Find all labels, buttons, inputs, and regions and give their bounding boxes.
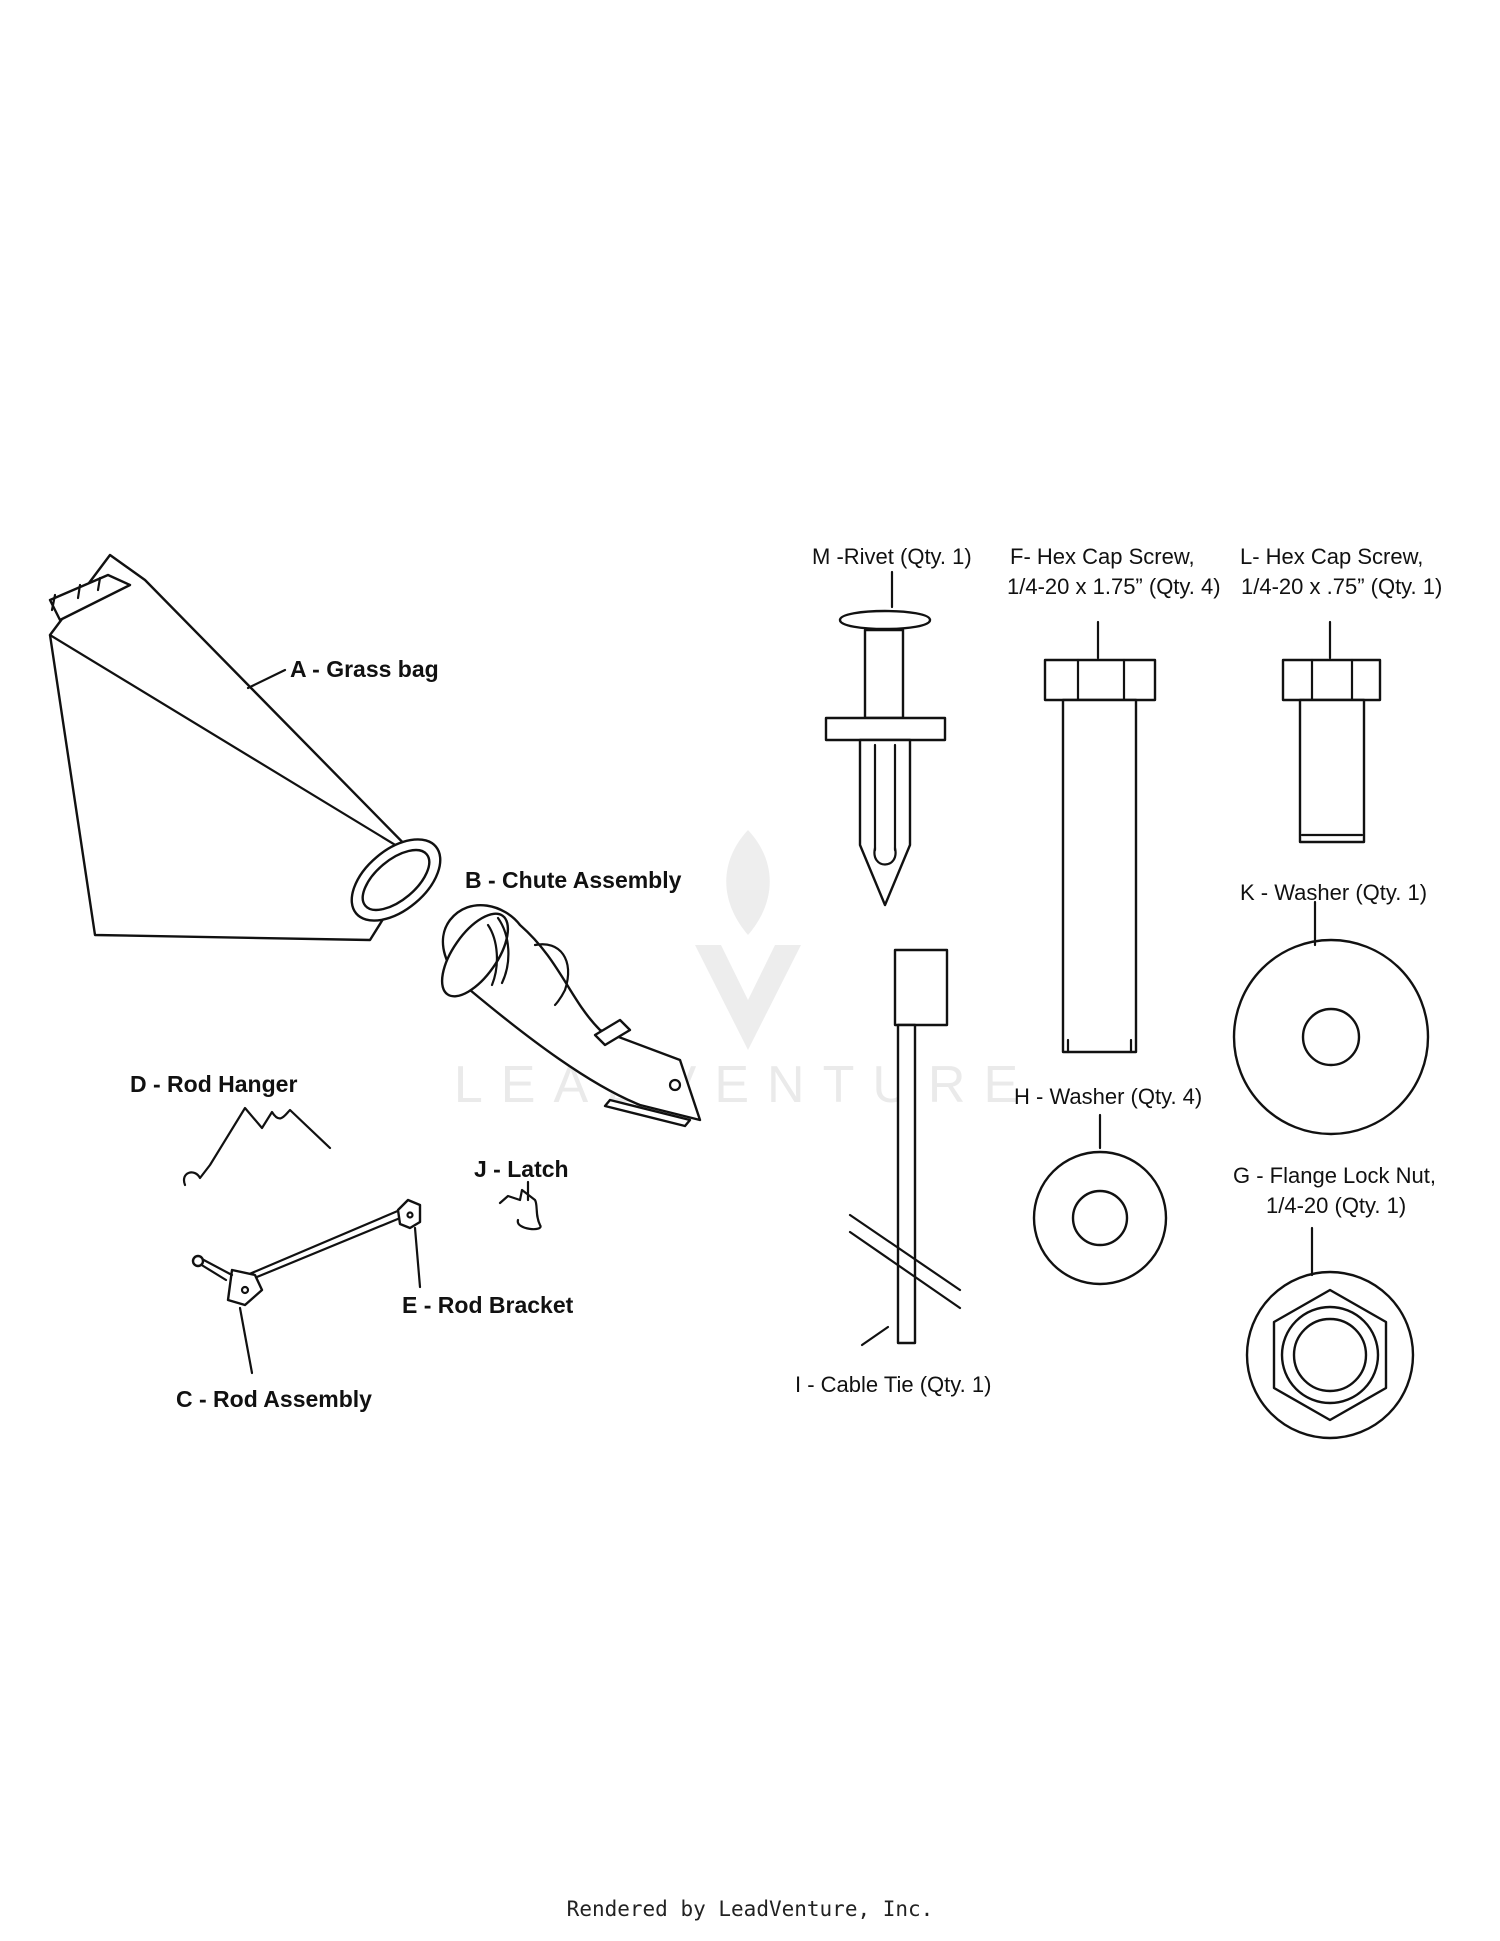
label-hex-screw-f-line2: 1/4-20 x 1.75” (Qty. 4) <box>1007 574 1221 599</box>
label-hex-screw-l-line2: 1/4-20 x .75” (Qty. 1) <box>1241 574 1442 599</box>
label-rod-bracket: E - Rod Bracket <box>402 1292 574 1318</box>
label-flange-nut-line2: 1/4-20 (Qty. 1) <box>1266 1193 1406 1218</box>
v-logo-icon <box>695 945 801 1050</box>
label-latch: J - Latch <box>474 1156 569 1182</box>
label-chute-assembly: B - Chute Assembly <box>465 867 682 893</box>
chute-assembly-drawing <box>440 904 702 1128</box>
latch-drawing <box>498 1188 542 1231</box>
rivet-drawing <box>824 609 947 907</box>
washer-h-drawing <box>1032 1150 1168 1286</box>
watermark-text: LEADVENTURE <box>454 1056 1036 1114</box>
flange-lock-nut-drawing <box>1245 1270 1415 1440</box>
cable-tie-drawing <box>848 948 962 1345</box>
label-flange-nut-line1: G - Flange Lock Nut, <box>1233 1163 1436 1188</box>
label-grass-bag: A - Grass bag <box>290 656 439 682</box>
label-washer-k: K - Washer (Qty. 1) <box>1240 880 1427 905</box>
washer-k-drawing <box>1232 938 1430 1136</box>
label-rod-hanger: D - Rod Hanger <box>130 1071 297 1097</box>
hex-cap-screw-long-drawing <box>1043 658 1157 1054</box>
rod-hanger-drawing <box>182 1106 332 1187</box>
leader-lines <box>238 570 1332 1375</box>
grass-bag-drawing <box>48 553 442 942</box>
label-cable-tie: I - Cable Tie (Qty. 1) <box>795 1372 991 1397</box>
footer-credit: Rendered by LeadVenture, Inc. <box>566 1897 934 1921</box>
label-rivet: M -Rivet (Qty. 1) <box>812 544 972 569</box>
label-washer-h: H - Washer (Qty. 4) <box>1014 1084 1202 1109</box>
rod-assembly-drawing <box>191 1198 422 1307</box>
watermark-logo: LEADVENTURE <box>454 830 1036 1114</box>
label-hex-screw-f-line1: F- Hex Cap Screw, <box>1010 544 1195 569</box>
label-rod-assembly: C - Rod Assembly <box>176 1386 372 1412</box>
label-hex-screw-l-line1: L- Hex Cap Screw, <box>1240 544 1423 569</box>
hex-cap-screw-short-drawing <box>1281 658 1382 844</box>
flame-icon <box>726 830 770 935</box>
